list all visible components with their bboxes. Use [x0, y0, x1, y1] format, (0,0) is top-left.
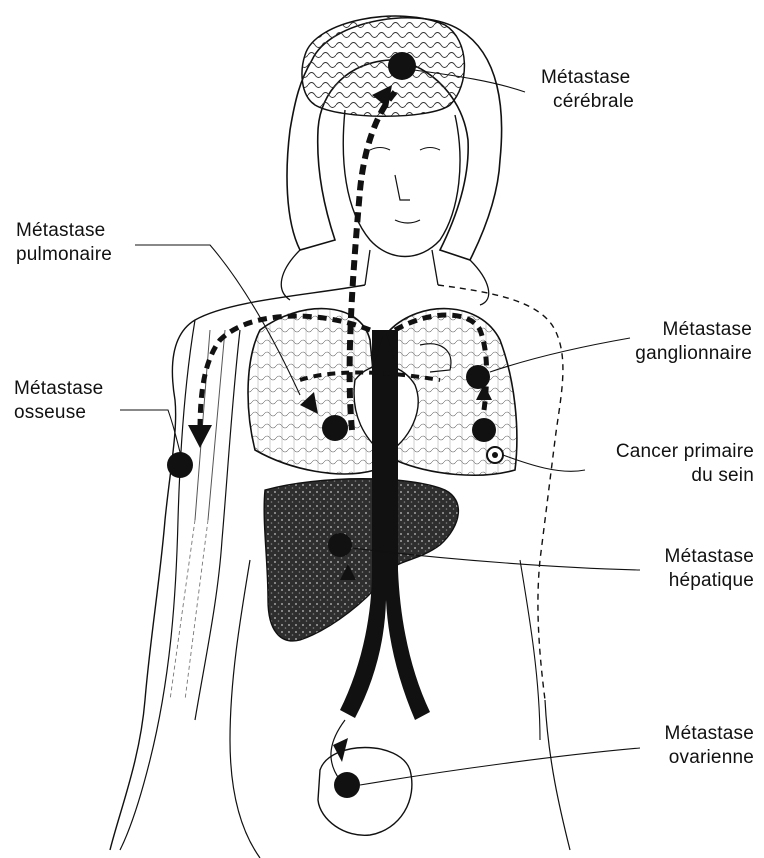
- label-node-metastasis: Métastase ganglionnaire: [596, 318, 752, 366]
- leader-bone: [120, 410, 180, 452]
- arrow-arm: [188, 425, 212, 448]
- label-bone-line2: osseuse: [14, 401, 103, 425]
- label-node-line2: ganglionnaire: [596, 342, 752, 366]
- label-liver-metastasis: Métastase hépatique: [610, 545, 754, 593]
- label-breast-line1: Cancer primaire: [572, 440, 754, 464]
- label-bone-line1: Métastase: [14, 377, 103, 401]
- label-brain-line1: Métastase: [541, 66, 634, 90]
- label-ovary-line2: ovarienne: [610, 746, 754, 770]
- label-breast-line2: du sein: [572, 464, 754, 488]
- liver: [264, 479, 458, 641]
- metastasis-dot-bone: [167, 452, 193, 478]
- metastasis-dot-node-lower: [472, 418, 496, 442]
- label-brain-metastasis: Métastase cérébrale: [541, 66, 634, 114]
- label-lung-line2: pulmonaire: [16, 243, 112, 267]
- metastasis-dot-node-upper: [466, 365, 490, 389]
- metastasis-dot-brain: [388, 52, 416, 80]
- label-brain-line2: cérébrale: [541, 90, 634, 114]
- label-lung-line1: Métastase: [16, 219, 112, 243]
- label-primary-breast-cancer: Cancer primaire du sein: [572, 440, 754, 488]
- metastasis-dot-lung: [322, 415, 348, 441]
- label-ovary-line1: Métastase: [610, 722, 754, 746]
- label-liver-line1: Métastase: [610, 545, 754, 569]
- metastasis-dot-liver: [328, 533, 352, 557]
- label-lung-metastasis: Métastase pulmonaire: [16, 219, 112, 267]
- label-liver-line2: hépatique: [610, 569, 754, 593]
- label-bone-metastasis: Métastase osseuse: [14, 377, 103, 425]
- label-node-line1: Métastase: [596, 318, 752, 342]
- label-ovary-metastasis: Métastase ovarienne: [610, 722, 754, 770]
- metastasis-dot-ovary: [334, 772, 360, 798]
